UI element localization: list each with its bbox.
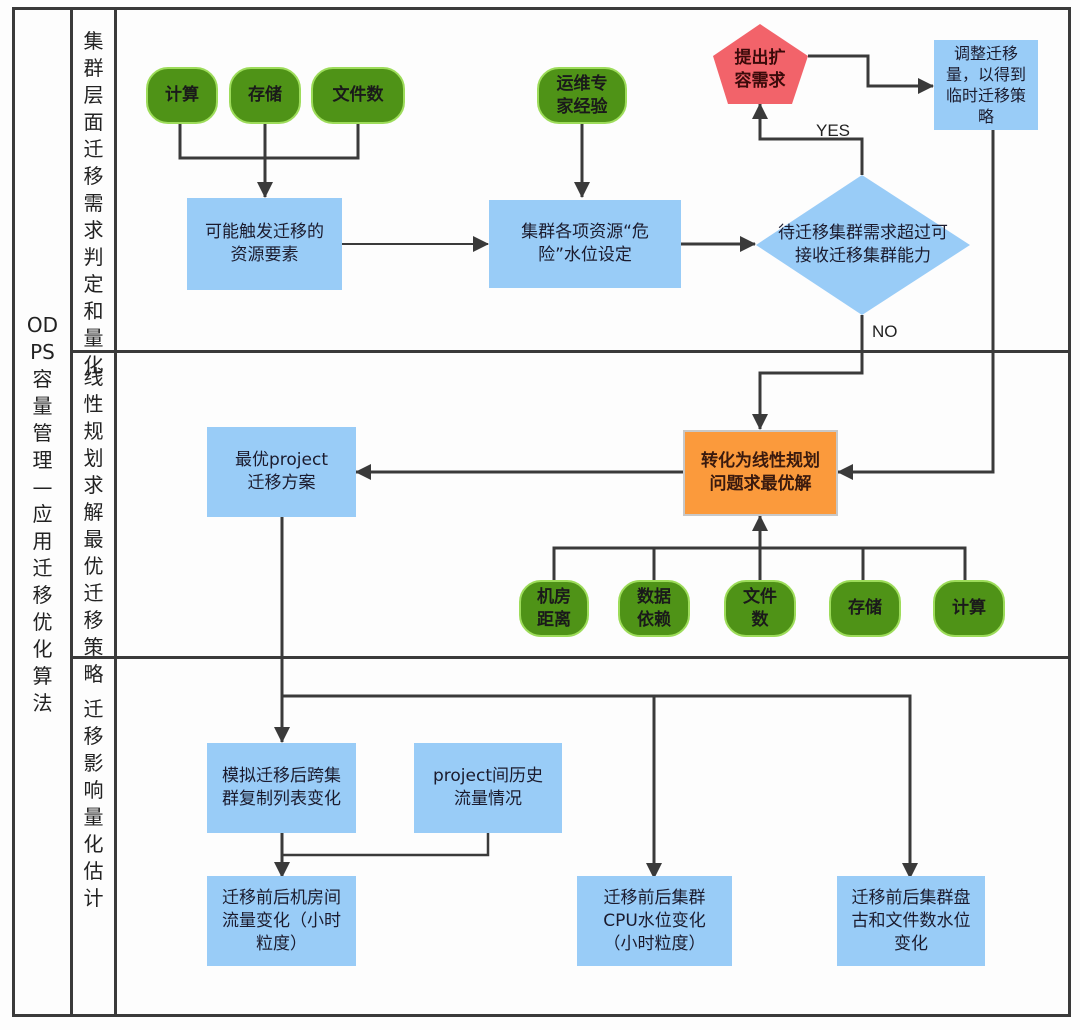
lane-divider-1 bbox=[70, 350, 1070, 353]
lane-title-char: 策 bbox=[83, 635, 104, 659]
lane-title-char: 略 bbox=[83, 662, 104, 686]
lane-title-char: 估 bbox=[83, 859, 104, 883]
lane-title-char: 判 bbox=[83, 245, 104, 269]
lane-title-char: 群 bbox=[83, 56, 104, 80]
lane-title-char: 优 bbox=[83, 554, 104, 578]
main-title-char: 量 bbox=[32, 394, 53, 418]
lane-title-char: 和 bbox=[83, 299, 104, 323]
connector-decision-yes bbox=[752, 103, 864, 175]
lane-title-char: 定 bbox=[83, 272, 104, 296]
no-label: NO bbox=[872, 322, 898, 341]
main-title-char: 算 bbox=[32, 664, 53, 688]
main-title-char: 移 bbox=[32, 583, 53, 607]
lane-title-char: 解 bbox=[83, 500, 104, 524]
main-title-char: 法 bbox=[32, 691, 53, 715]
factor-compute: 计算 bbox=[933, 580, 1005, 637]
main-title-char: — bbox=[32, 475, 53, 499]
lane-header-divider bbox=[114, 7, 117, 1017]
lane-title-linear-programming: 线性规划求解最优迁移策略 bbox=[73, 364, 114, 688]
main-title-char: 管 bbox=[32, 421, 53, 445]
lane-title-char: 线 bbox=[83, 365, 104, 389]
decision-diamond bbox=[756, 175, 970, 315]
simulate-replication-box: 模拟迁移后跨集群复制列表变化 bbox=[207, 743, 356, 833]
main-title-char: 容 bbox=[32, 367, 53, 391]
lane-divider-2 bbox=[70, 656, 1070, 659]
expert-experience: 运维专家经验 bbox=[537, 67, 627, 124]
main-title-char: 应 bbox=[32, 502, 53, 526]
lane-title-char: 计 bbox=[83, 886, 104, 910]
adjust-migration-box: 调整迁移量，以得到临时迁移策略 bbox=[934, 40, 1038, 130]
lane-title-char: 规 bbox=[83, 419, 104, 443]
resource-factors-box: 可能触发迁移的资源要素 bbox=[187, 198, 342, 290]
factor-room-distance: 机房距离 bbox=[519, 580, 589, 637]
input-compute: 计算 bbox=[146, 67, 218, 124]
lane-title-char: 求 bbox=[83, 473, 104, 497]
outer-frame bbox=[12, 7, 1071, 1017]
connector-expand-to-adjust bbox=[808, 54, 934, 94]
disk-file-level-change-box: 迁移前后集群盘古和文件数水位变化 bbox=[837, 876, 985, 966]
connector-adjust-to-lp bbox=[837, 130, 995, 480]
factor-file-count: 文件数 bbox=[724, 580, 796, 637]
main-title-char: 理 bbox=[32, 448, 53, 472]
lane-title-char: 移 bbox=[83, 608, 104, 632]
input-file-count: 文件数 bbox=[311, 67, 405, 124]
decision-text: 待迁移集群需求超过可接收迁移集群能力 bbox=[778, 223, 948, 266]
lane-title-char: 迁 bbox=[83, 137, 104, 161]
linear-programming-box: 转化为线性规划问题求最优解 bbox=[683, 430, 838, 516]
main-title-char: PS bbox=[30, 340, 55, 364]
lane-title-char: 性 bbox=[83, 392, 104, 416]
cpu-level-change-box: 迁移前后集群CPU水位变化（小时粒度） bbox=[577, 876, 732, 966]
lane-title-char: 量 bbox=[83, 805, 104, 829]
factor-data-dependency: 数据依赖 bbox=[618, 580, 690, 637]
main-title-char: 迁 bbox=[32, 556, 53, 580]
main-title-char: 用 bbox=[32, 529, 53, 553]
connector-history-to-room bbox=[282, 833, 490, 857]
connector-inputs-merge bbox=[178, 124, 360, 160]
lane-title-char: 响 bbox=[83, 778, 104, 802]
lane-title-char: 面 bbox=[83, 110, 104, 134]
lane-title-demand: 集群层面迁移需求判定和量化 bbox=[73, 28, 114, 379]
expand-demand-text: 提出扩容需求 bbox=[734, 48, 786, 91]
lane-title-char: 集 bbox=[83, 29, 104, 53]
title-lane-divider bbox=[70, 7, 73, 1017]
lane-title-char: 求 bbox=[83, 218, 104, 242]
optimal-plan-box: 最优project迁移方案 bbox=[207, 427, 356, 517]
main-title-char: 化 bbox=[32, 637, 53, 661]
lane-title-char: 划 bbox=[83, 446, 104, 470]
project-history-traffic-box: project间历史流量情况 bbox=[414, 743, 562, 833]
expand-pentagon bbox=[713, 24, 808, 104]
main-title-char: 优 bbox=[32, 610, 53, 634]
connector-decision-no bbox=[752, 315, 864, 430]
input-storage: 存储 bbox=[229, 67, 301, 124]
danger-level-box: 集群各项资源“危险”水位设定 bbox=[489, 200, 681, 288]
lane-title-char: 影 bbox=[83, 751, 104, 775]
room-traffic-change-box: 迁移前后机房间流量变化（小时粒度） bbox=[207, 876, 356, 966]
lane-title-char: 最 bbox=[83, 527, 104, 551]
lane-title-char: 需 bbox=[83, 191, 104, 215]
lane-title-impact-estimate: 迁移影响量化估计 bbox=[73, 696, 114, 912]
main-title-char: OD bbox=[26, 313, 59, 337]
lane-title-char: 迁 bbox=[83, 581, 104, 605]
lane-title-char: 化 bbox=[83, 353, 104, 377]
lane-title-char: 化 bbox=[83, 832, 104, 856]
yes-label: YES bbox=[816, 121, 851, 140]
lane-title-char: 迁 bbox=[83, 697, 104, 721]
lane-title-char: 移 bbox=[83, 724, 104, 748]
lane-title-char: 层 bbox=[83, 83, 104, 107]
main-title: OD PS 容量管理 — 应用迁移优化算法 bbox=[15, 312, 70, 717]
factor-storage: 存储 bbox=[829, 580, 901, 637]
lane-title-char: 移 bbox=[83, 164, 104, 188]
lane-title-char: 量 bbox=[83, 326, 104, 350]
